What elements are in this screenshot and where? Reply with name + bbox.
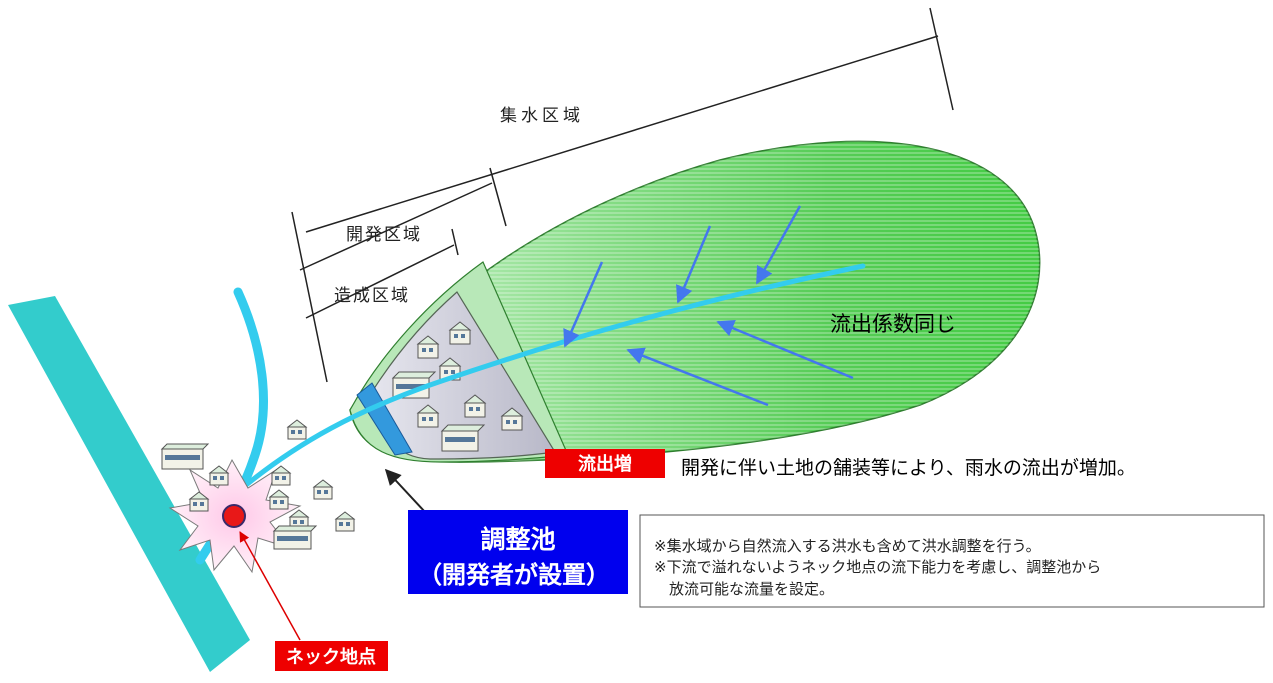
house-icon (448, 321, 472, 345)
retention-pond-label-box (408, 510, 628, 594)
house-icon (334, 511, 356, 532)
construction-area-label: 造成区域 (334, 286, 410, 306)
flow-arrow-icon (676, 225, 712, 304)
house-icon (500, 407, 524, 431)
flow-arrow-icon (626, 347, 769, 407)
building-icon (440, 424, 486, 452)
pointer-arrow-icon (384, 468, 426, 513)
catchment-area-label: 集水区域 (500, 106, 584, 126)
runoff-increase-badge-label: 流出増 (578, 453, 632, 475)
development-bracket (299, 167, 507, 271)
house-icon (270, 465, 292, 486)
flow-arrow-icon (563, 261, 604, 348)
main-channel (237, 263, 866, 493)
runoff-increase-text: 開発に伴い土地の舗装等により、雨水の流出が増加。 (681, 457, 1136, 479)
note-line-1: ※集水域から自然流入する洪水も含めて洪水調整を行う。 (654, 537, 1041, 555)
building-icon (160, 443, 210, 470)
house-icon (312, 479, 334, 500)
house-icon (416, 404, 440, 428)
house-icon (286, 419, 308, 440)
flow-arrow-icon (716, 319, 854, 380)
neck-point-label-box (275, 641, 388, 671)
house-icon (208, 465, 230, 486)
pointer-arrow-icon (239, 531, 301, 641)
house-icon (416, 335, 440, 359)
notes-box (639, 514, 1265, 608)
house-icon (463, 394, 487, 418)
catchment-bracket (291, 7, 954, 383)
house-icon (268, 489, 290, 510)
neck-point-label: ネック地点 (286, 646, 376, 668)
note-line-2: ※下流で溢れないようネック地点の流下能力を考慮し、調整池から (654, 558, 1101, 576)
flow-arrow-icon (755, 205, 802, 285)
retention-pond-shape (356, 382, 413, 456)
construction-bracket (305, 228, 459, 319)
house-icon (188, 491, 210, 512)
retention-pond-title: 調整池 (480, 525, 555, 554)
main-river (8, 296, 250, 672)
same-runoff-coefficient-label: 流出係数同じ (830, 312, 956, 336)
retention-pond-subtitle: （開発者が設置） (418, 561, 610, 589)
development-area-label: 開発区域 (346, 225, 422, 245)
neck-point-marker-icon (222, 504, 246, 528)
runoff-increase-badge (545, 449, 665, 478)
building-icon (272, 525, 318, 550)
note-line-3: 放流可能な流量を設定。 (669, 580, 834, 598)
